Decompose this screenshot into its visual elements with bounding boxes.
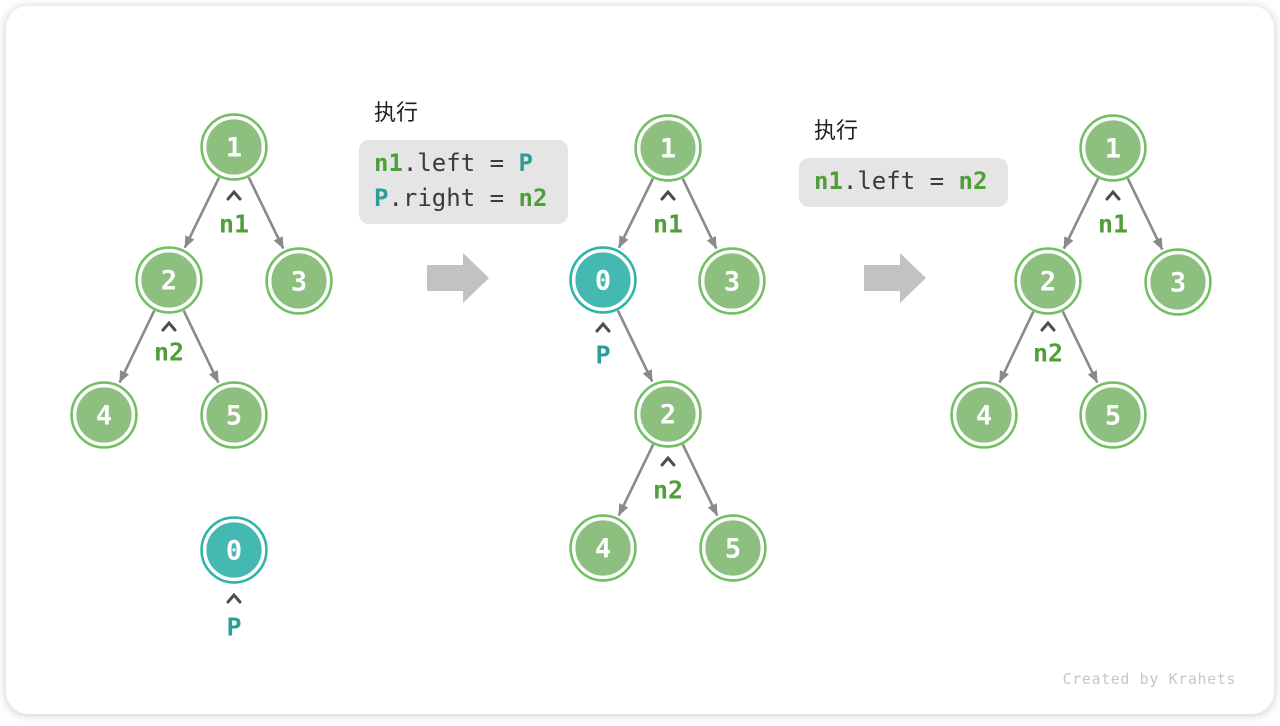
transition-arrow-icon (427, 253, 489, 303)
pointer-caret-icon (163, 323, 175, 330)
code-token: .right = (388, 184, 518, 212)
tree-before: 1 2 3 4 5 0 n1 n2P (72, 115, 332, 642)
tree-edge-arrow (185, 178, 219, 248)
tree-edge-arrow (619, 179, 653, 248)
node-value: 2 (1040, 267, 1056, 298)
tree-edge-arrow (619, 445, 653, 516)
step-2: 执行 n1.left = n2 (799, 118, 1008, 207)
pointer-caret-icon (228, 595, 240, 602)
code-token: .left = (843, 167, 959, 195)
node-value: 2 (660, 400, 676, 431)
pointer-label-n1: n1 (219, 210, 249, 239)
tree-edge-arrow (184, 311, 219, 383)
pointer-caret-icon (662, 458, 674, 465)
tree-node-4: 4 (72, 383, 137, 448)
pointer-label-n2: n2 (1033, 339, 1063, 368)
tree-edge-arrow (1064, 179, 1098, 249)
tree-node-5: 5 (202, 383, 267, 448)
tree-node-3: 3 (700, 249, 765, 314)
node-value: 5 (1105, 401, 1121, 432)
node-value: 4 (976, 401, 992, 432)
step-1-title: 执行 (359, 100, 568, 128)
tree-node-1: 1 (636, 116, 701, 181)
node-value: 3 (724, 267, 740, 298)
tree-node-2: 2 (137, 248, 202, 313)
code-token-green: n2 (959, 167, 988, 195)
tree-node-3: 3 (267, 249, 332, 314)
tree-edge-arrow (249, 178, 283, 249)
pointer-label-n1: n1 (653, 210, 683, 239)
tree-edge-arrow (683, 445, 717, 516)
tree-node-0: 0 (571, 248, 636, 313)
tree-node-3: 3 (1146, 250, 1211, 315)
code-token-green: n2 (519, 184, 548, 212)
pointer-label-n2: n2 (154, 338, 184, 367)
pointer-caret-icon (228, 192, 240, 199)
node-value: 5 (226, 401, 242, 432)
tree-node-1: 1 (1081, 116, 1146, 181)
node-value: 1 (660, 134, 676, 165)
tree-node-0: 0 (202, 518, 267, 583)
node-value: 3 (291, 267, 307, 298)
code-line: n1.left = n2 (814, 164, 987, 199)
step-2-title: 执行 (799, 118, 1008, 146)
tree-node-5: 5 (701, 516, 766, 581)
pointer-label-P: P (226, 613, 241, 642)
tree-node-1: 1 (202, 115, 267, 180)
code-line: n1.left = P (374, 146, 547, 181)
tree-edge-arrow (120, 311, 155, 383)
node-value: 1 (1105, 134, 1121, 165)
code-token: .left = (403, 149, 519, 177)
pointer-caret-icon (1107, 192, 1119, 199)
node-value: 0 (595, 266, 611, 297)
tree-edge-arrow (1063, 312, 1097, 383)
node-value: 0 (226, 536, 242, 567)
node-value: 3 (1170, 268, 1186, 299)
node-value: 4 (595, 534, 611, 565)
code-token-green: n1 (814, 167, 843, 195)
tree-node-5: 5 (1081, 383, 1146, 448)
tree-edge-arrow (1128, 179, 1162, 250)
tree-edge-arrow (1000, 312, 1034, 383)
node-value: 5 (725, 534, 741, 565)
pointer-caret-icon (662, 192, 674, 199)
pointer-caret-icon (1042, 323, 1054, 330)
tree-node-4: 4 (571, 516, 636, 581)
pointer-caret-icon (597, 324, 609, 331)
node-value: 1 (226, 133, 242, 164)
tree-edge-arrow (618, 311, 652, 382)
tree-node-4: 4 (952, 383, 1017, 448)
pointer-label-n1: n1 (1098, 210, 1128, 239)
tree-node-2: 2 (1016, 249, 1081, 314)
tree-node-2: 2 (636, 382, 701, 447)
transition-arrow-icon (864, 253, 926, 303)
pointer-label-n2: n2 (653, 476, 683, 505)
node-value: 4 (96, 401, 112, 432)
code-token-teal: P (374, 184, 388, 212)
credit-text: Created by Krahets (1063, 670, 1236, 688)
code-token-teal: P (519, 149, 533, 177)
tree-edge-arrow (683, 179, 717, 249)
code-line: P.right = n2 (374, 181, 547, 216)
node-value: 2 (161, 266, 177, 297)
code-token-green: n1 (374, 149, 403, 177)
pointer-label-P: P (595, 341, 610, 370)
step-2-code-box: n1.left = n2 (799, 158, 1008, 207)
